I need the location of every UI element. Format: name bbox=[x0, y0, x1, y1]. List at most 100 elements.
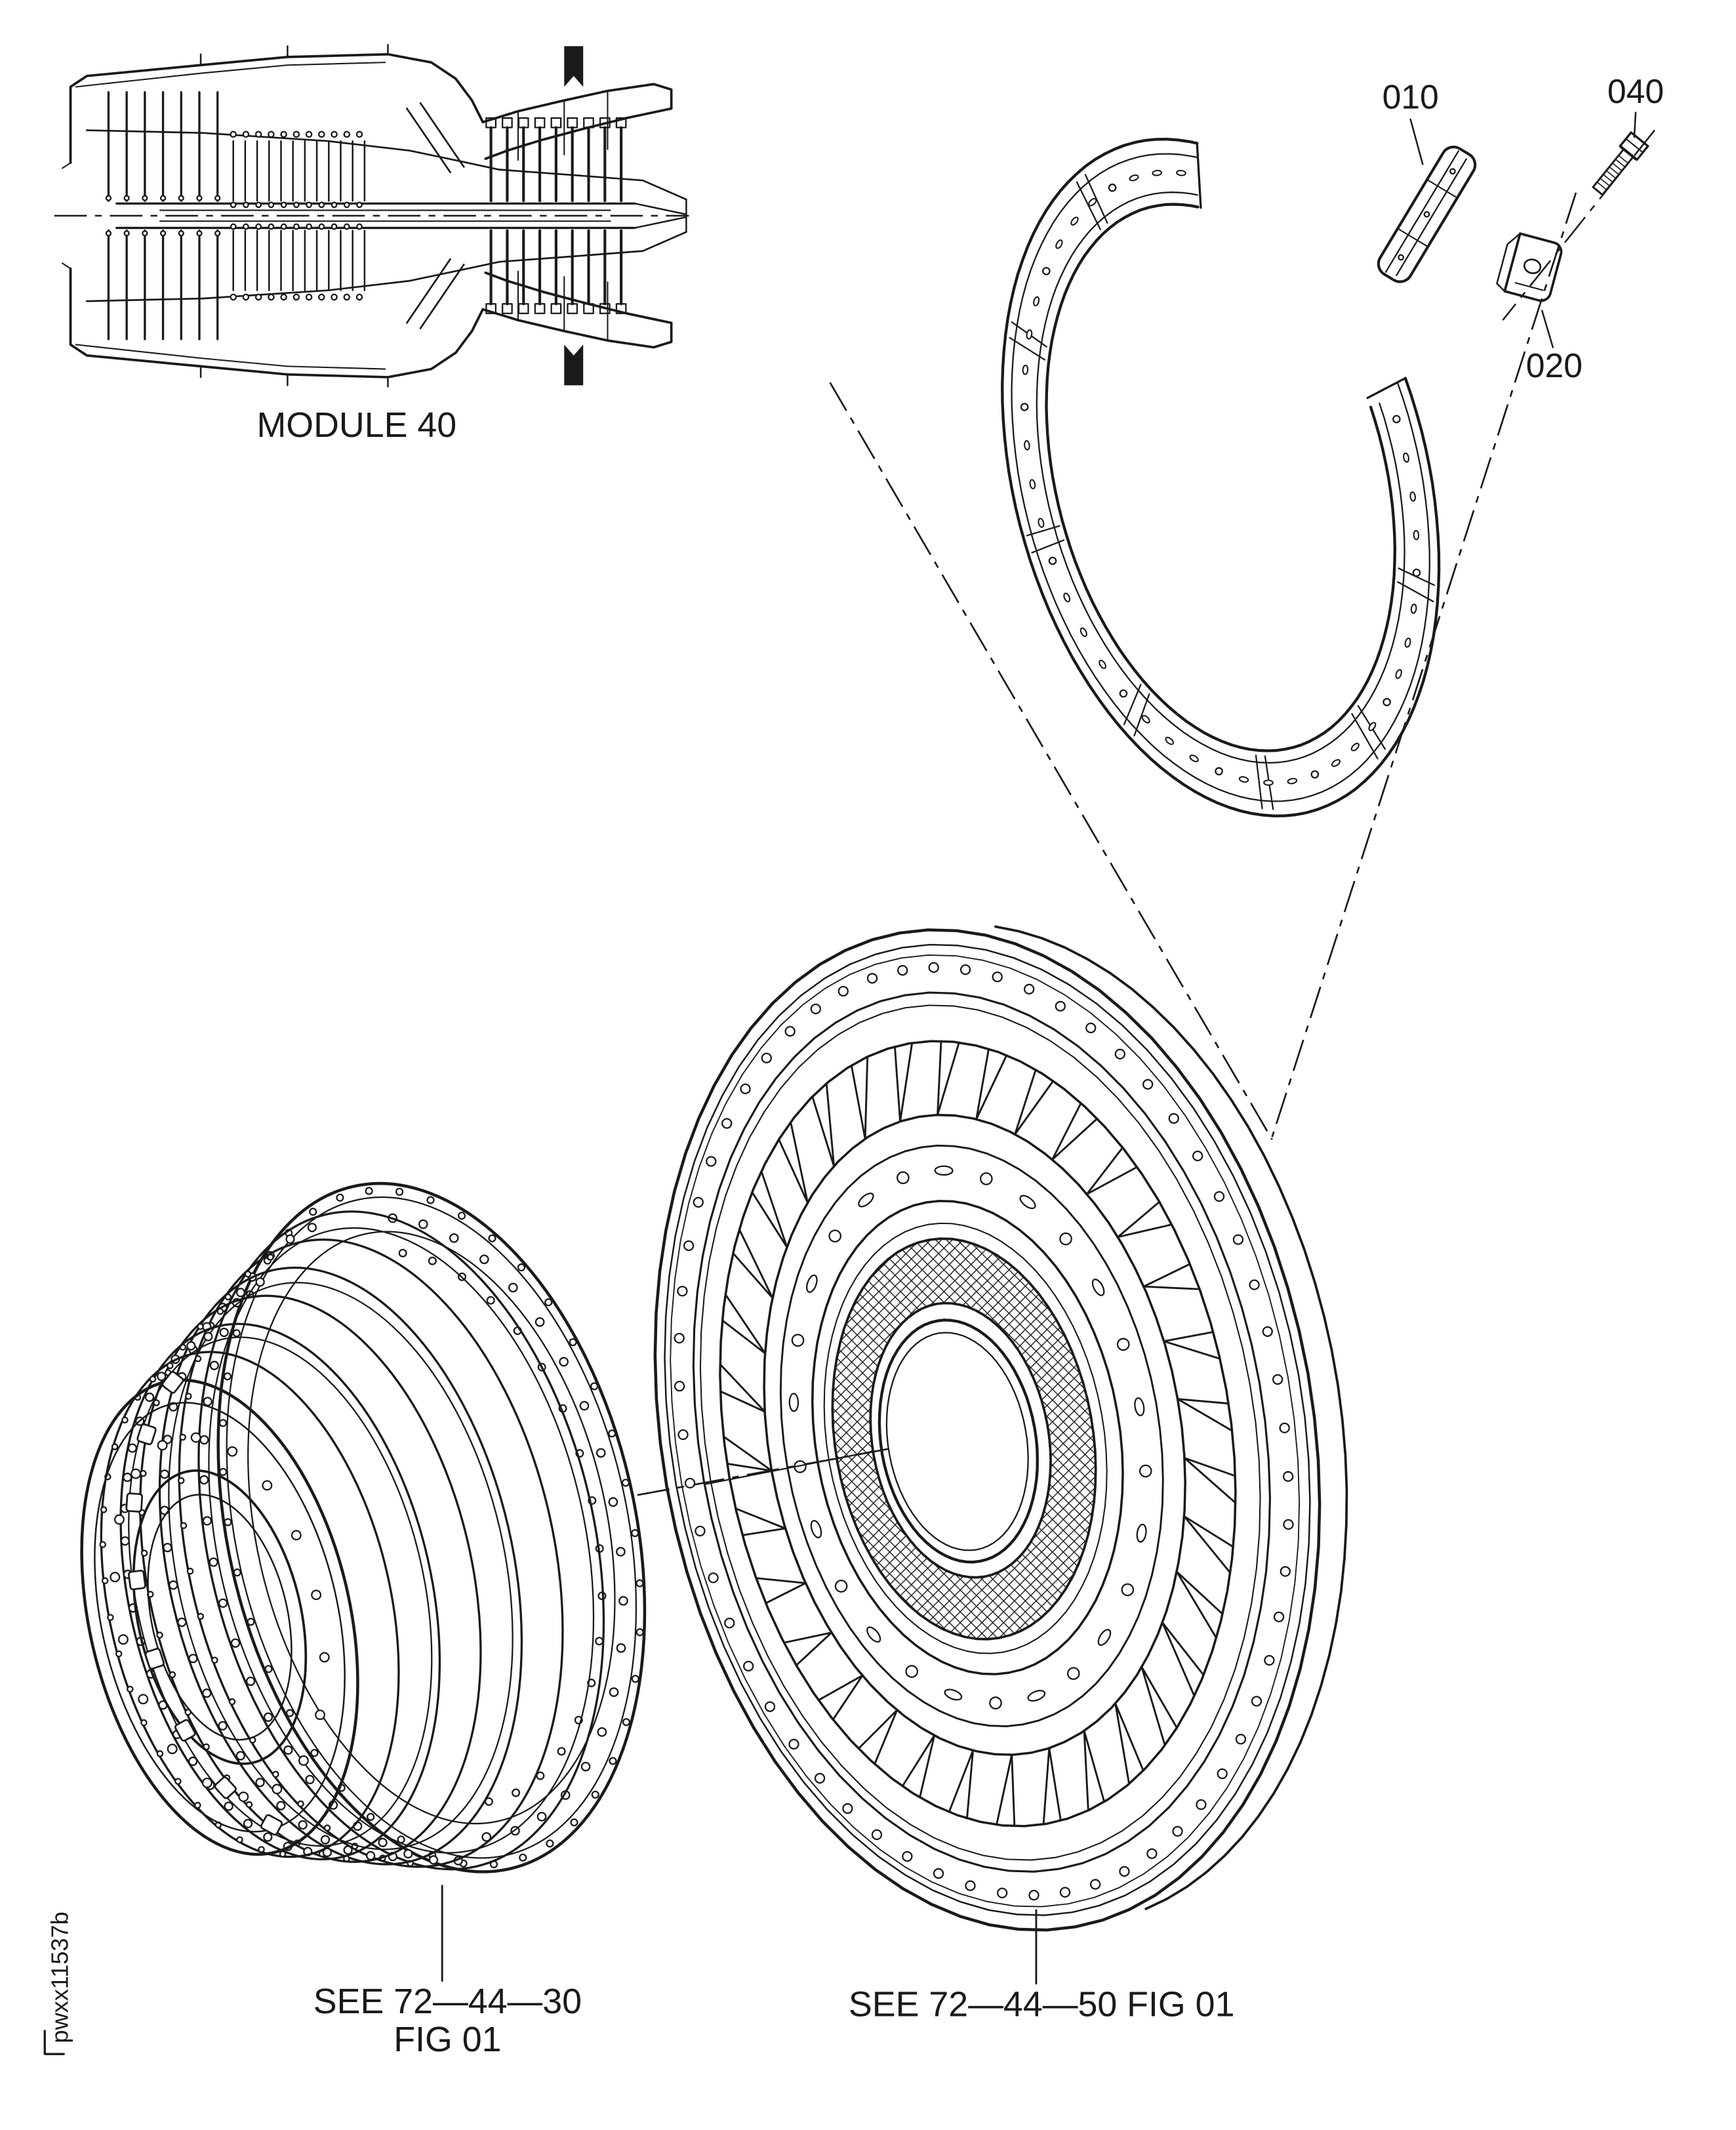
line-art bbox=[203, 1397, 212, 1406]
line-art bbox=[272, 1771, 279, 1778]
line-art bbox=[1042, 266, 1051, 276]
line-art bbox=[811, 1199, 1124, 1675]
line-art bbox=[1618, 155, 1629, 164]
line-art bbox=[842, 1803, 853, 1814]
line-art bbox=[1031, 539, 1065, 554]
line-art bbox=[721, 1118, 733, 1129]
line-art bbox=[674, 1332, 685, 1344]
line-art bbox=[1331, 759, 1341, 768]
line-art bbox=[1141, 714, 1150, 724]
line-art bbox=[179, 1433, 186, 1441]
line-art bbox=[365, 1187, 373, 1195]
line-art bbox=[609, 1757, 617, 1765]
line-art bbox=[590, 1382, 599, 1391]
line-art bbox=[188, 1654, 198, 1664]
line-art bbox=[1410, 604, 1417, 614]
line-art bbox=[169, 1671, 176, 1679]
line-art bbox=[1264, 1654, 1275, 1666]
line-art bbox=[306, 201, 312, 209]
line-art bbox=[1183, 1515, 1234, 1574]
line-art bbox=[224, 1518, 232, 1526]
line-art bbox=[544, 1298, 553, 1307]
line-art bbox=[309, 1208, 317, 1216]
line-art bbox=[285, 1709, 294, 1717]
line-art bbox=[1625, 138, 1644, 154]
line-art bbox=[631, 1675, 639, 1683]
line-art bbox=[1409, 491, 1417, 502]
line-art bbox=[86, 129, 644, 182]
line-art bbox=[755, 1577, 807, 1605]
line-art bbox=[159, 1469, 170, 1479]
module-40-label: MODULE 40 bbox=[257, 405, 457, 445]
line-art bbox=[343, 131, 351, 138]
line-art bbox=[1172, 1826, 1183, 1837]
ref-right: SEE 72—44—50 FIG 01 bbox=[849, 1984, 1235, 2024]
line-art bbox=[616, 1643, 626, 1653]
line-art bbox=[564, 46, 584, 87]
line-art bbox=[100, 1506, 108, 1513]
line-art bbox=[111, 1443, 119, 1450]
line-art bbox=[1142, 1078, 1154, 1090]
line-art bbox=[1136, 1523, 1147, 1543]
line-art bbox=[1413, 529, 1420, 541]
line-art bbox=[1255, 754, 1263, 809]
line-art bbox=[254, 131, 262, 138]
line-art bbox=[140, 1549, 148, 1557]
line-art bbox=[1134, 1397, 1145, 1416]
line-art bbox=[579, 1401, 590, 1411]
line-art bbox=[174, 1778, 182, 1785]
line-art bbox=[1183, 1457, 1237, 1504]
line-art bbox=[992, 972, 1003, 983]
line-art bbox=[664, 943, 1311, 1916]
line-art bbox=[1088, 197, 1097, 207]
line-art bbox=[1163, 1331, 1221, 1360]
line-art bbox=[214, 1776, 237, 1799]
line-art bbox=[1503, 232, 1563, 302]
line-art bbox=[677, 1286, 688, 1297]
line-art bbox=[280, 201, 287, 209]
line-art bbox=[902, 1851, 913, 1862]
line-art bbox=[1235, 1734, 1247, 1745]
line-art bbox=[238, 1792, 249, 1803]
line-art bbox=[110, 1572, 121, 1583]
line-art bbox=[823, 1222, 1108, 1654]
line-art bbox=[684, 1477, 696, 1489]
line-art bbox=[670, 954, 1301, 1908]
line-art bbox=[1063, 592, 1071, 603]
line-art bbox=[1146, 1848, 1158, 1859]
line-art bbox=[398, 1248, 407, 1258]
line-art bbox=[653, 928, 1322, 1932]
retaining-ring-halves bbox=[1001, 138, 1441, 817]
line-art bbox=[158, 1266, 523, 1866]
line-art bbox=[208, 1227, 595, 1854]
line-art bbox=[197, 1612, 205, 1620]
line-art bbox=[323, 1824, 331, 1832]
line-art bbox=[1283, 1519, 1294, 1530]
line-art bbox=[508, 1282, 518, 1293]
line-art bbox=[1076, 181, 1101, 230]
line-art bbox=[121, 1416, 129, 1424]
line-art bbox=[140, 1719, 148, 1727]
line-art bbox=[721, 1293, 766, 1355]
line-art bbox=[1523, 258, 1542, 274]
line-art bbox=[1600, 177, 1611, 187]
line-art bbox=[1048, 556, 1057, 565]
line-art bbox=[293, 131, 300, 138]
engine-cross-section-thumbnail bbox=[54, 44, 689, 386]
line-art bbox=[1366, 377, 1407, 399]
line-art bbox=[153, 1399, 160, 1406]
watermark: pwxx11537b bbox=[43, 1912, 73, 2055]
callout-040: 040 bbox=[1607, 72, 1664, 110]
line-art bbox=[885, 1332, 1029, 1551]
line-art bbox=[1615, 158, 1626, 168]
callout-020: 020 bbox=[1526, 346, 1583, 384]
line-art bbox=[428, 1256, 437, 1265]
line-art bbox=[517, 117, 529, 129]
line-art bbox=[1514, 282, 1544, 291]
line-art bbox=[634, 202, 687, 216]
line-art bbox=[1099, 659, 1106, 669]
line-art bbox=[641, 179, 687, 201]
line-art bbox=[285, 1234, 295, 1244]
callout-010: 010 bbox=[1383, 77, 1439, 115]
line-art bbox=[232, 1329, 241, 1338]
